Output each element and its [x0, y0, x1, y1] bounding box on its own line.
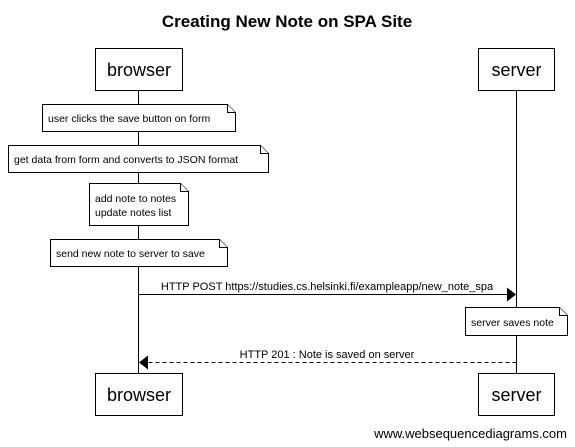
note-server-saves-note-text: server saves note: [471, 317, 554, 329]
note-send-new-note-text: send new note to server to save: [56, 248, 205, 260]
note-add-note-update-list: add note to notes update notes list: [89, 183, 189, 226]
message-http-post: HTTP POST https://studies.cs.helsinki.fi…: [138, 281, 516, 302]
arrowhead-solid-right-icon: [507, 287, 516, 302]
note-get-data-from-form: get data from form and converts to JSON …: [8, 145, 269, 173]
footer-watermark: www.websequencediagrams.com: [373, 426, 567, 441]
message-http-201-label: HTTP 201 : Note is saved on server: [240, 349, 415, 361]
message-http-post-label: HTTP POST https://studies.cs.helsinki.fi…: [161, 281, 494, 293]
browser-actor-top-label: browser: [107, 60, 171, 80]
browser-actor-bottom: browser: [95, 373, 183, 416]
note-user-clicks-save: user clicks the save button on form: [42, 104, 236, 132]
server-actor-top: server: [478, 48, 555, 91]
note-get-data-from-form-text: get data from form and converts to JSON …: [14, 154, 238, 166]
message-http-201: HTTP 201 : Note is saved on server: [139, 349, 517, 370]
browser-actor-bottom-label: browser: [107, 385, 171, 405]
note-user-clicks-save-text: user clicks the save button on form: [48, 113, 210, 125]
note-server-saves-note: server saves note: [465, 307, 568, 336]
note-send-new-note: send new note to server to save: [50, 239, 228, 267]
note-add-note-text: add note to notes: [95, 193, 176, 205]
server-actor-bottom-label: server: [491, 385, 541, 405]
server-actor-top-label: server: [491, 60, 541, 80]
diagram-title: Creating New Note on SPA Site: [162, 12, 412, 31]
arrowhead-solid-left-icon: [139, 355, 148, 370]
note-update-list-text: update notes list: [95, 207, 172, 219]
server-actor-bottom: server: [478, 373, 555, 416]
browser-actor-top: browser: [95, 48, 183, 91]
